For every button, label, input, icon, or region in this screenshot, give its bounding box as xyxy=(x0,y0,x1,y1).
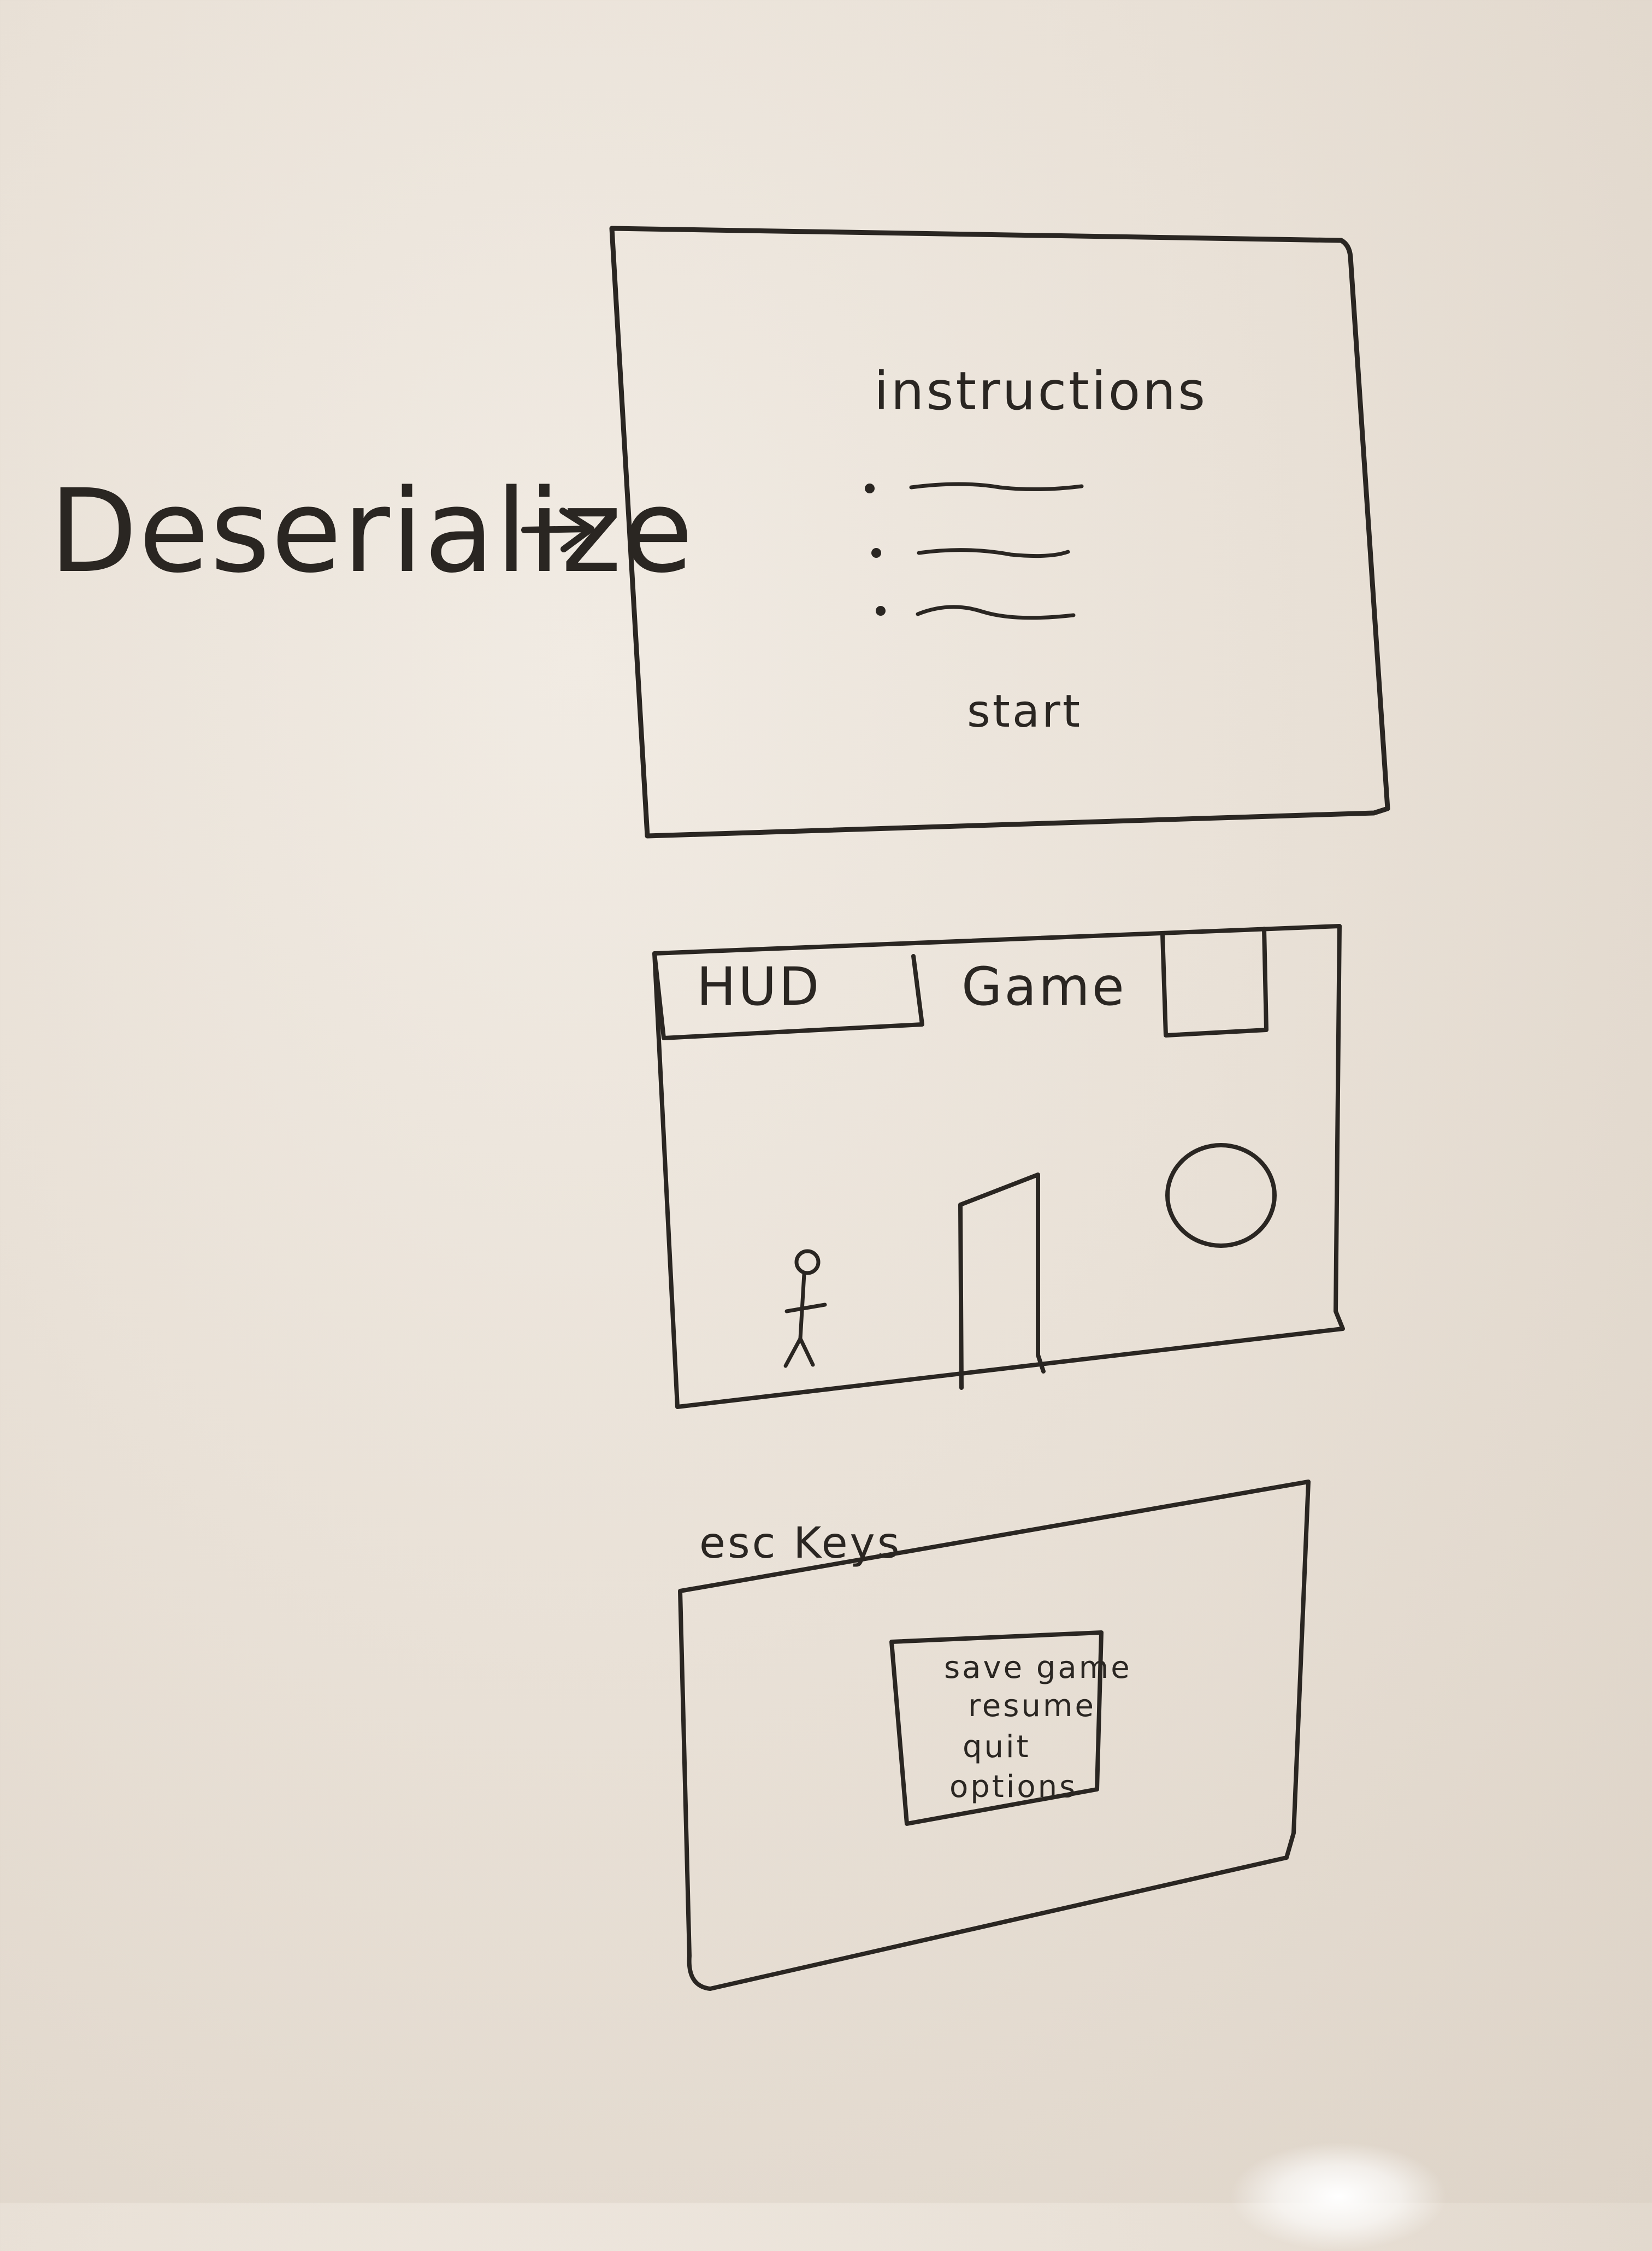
bullet-dot xyxy=(871,548,881,558)
sketch-drawing xyxy=(521,226,1390,1991)
arrow-icon xyxy=(521,508,594,552)
bullet-dot xyxy=(876,606,886,616)
pause-menu-box xyxy=(889,1630,1104,1826)
bullet-dot xyxy=(865,484,875,493)
door-pillar xyxy=(958,1172,1046,1390)
start-button[interactable]: start xyxy=(967,686,1082,738)
hud-bar xyxy=(652,951,924,1040)
instructions-title: instructions xyxy=(874,361,1208,422)
game-screen-frame xyxy=(652,924,1345,1409)
instruction-bullets xyxy=(865,482,1084,620)
instructions-screen-frame xyxy=(609,226,1390,839)
top-right-box xyxy=(1160,927,1268,1038)
menu-item-resume[interactable]: resume xyxy=(968,1688,1096,1724)
menu-item-options[interactable]: options xyxy=(949,1769,1078,1805)
bullet-line xyxy=(916,605,1076,620)
menu-item-quit[interactable]: quit xyxy=(963,1729,1031,1765)
game-label: Game xyxy=(961,956,1126,1017)
menu-item-save-game[interactable]: save game xyxy=(944,1650,1132,1686)
circle-object xyxy=(1165,1143,1277,1248)
deserialize-label: Deserialize xyxy=(49,464,694,598)
pause-screen-frame xyxy=(678,1480,1311,1991)
whiteboard: Deserialize instructions start HUD Game … xyxy=(49,226,1448,2251)
hud-label: HUD xyxy=(697,956,822,1017)
bullet-line xyxy=(917,548,1070,558)
esc-keys-label: esc Keys xyxy=(699,1519,902,1568)
bullet-line xyxy=(909,482,1084,492)
stick-figure-icon xyxy=(783,1249,827,1368)
glare xyxy=(1229,2142,1448,2251)
